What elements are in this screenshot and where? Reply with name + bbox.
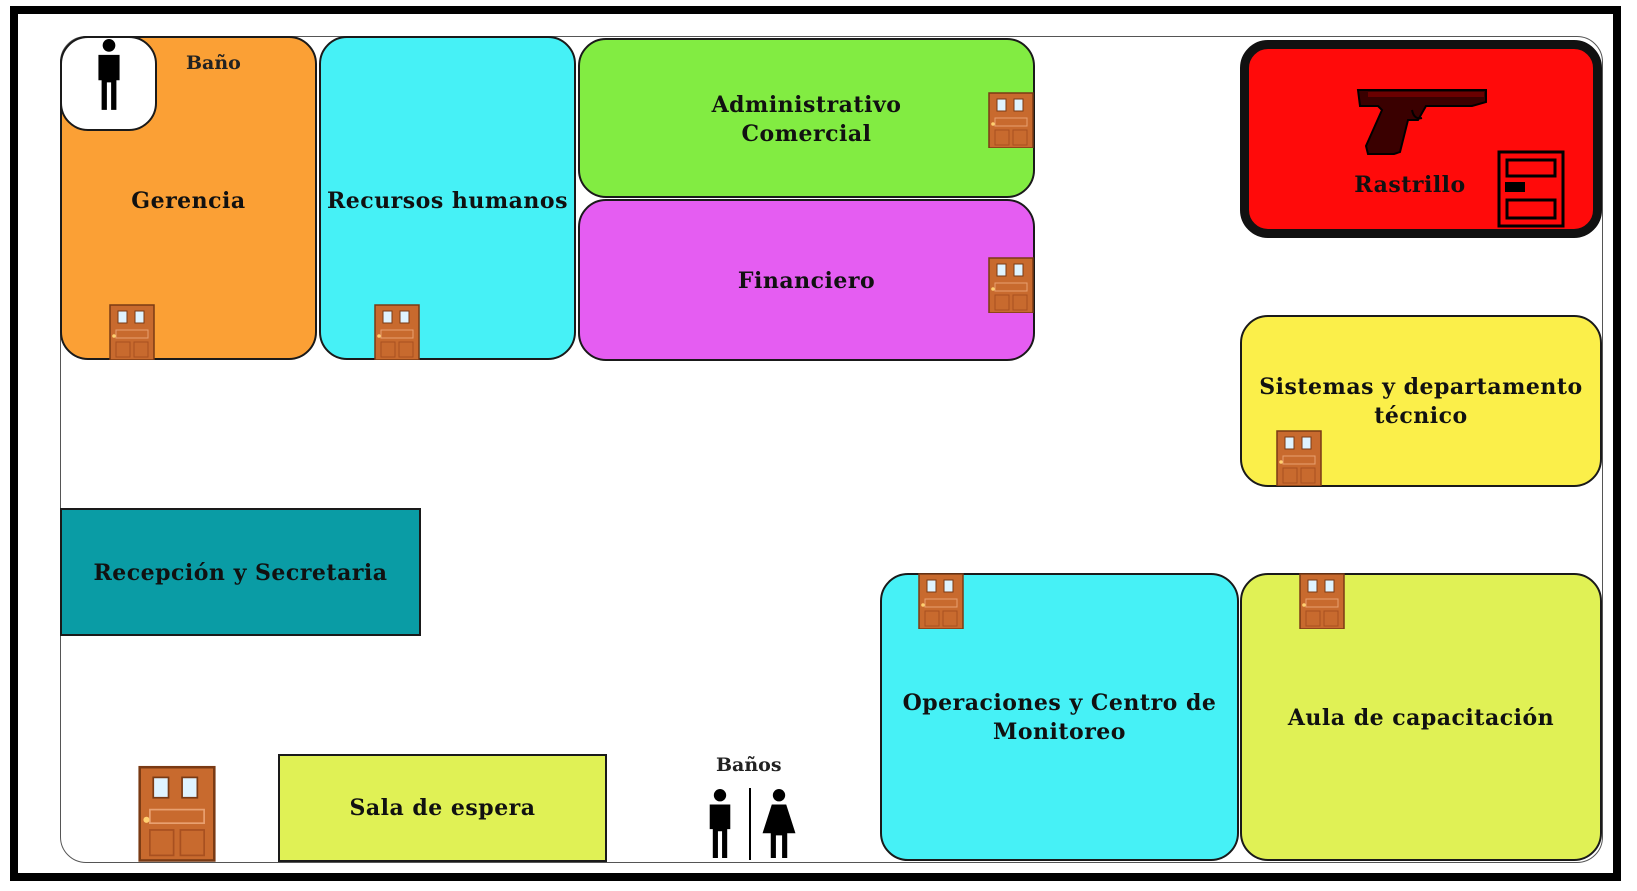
room-sala-espera	[278, 754, 607, 862]
room-financiero	[578, 199, 1035, 361]
recepcion-label: Recepción y Secretaria	[93, 560, 388, 586]
recursos-humanos-label: Recursos humanos	[327, 188, 568, 214]
door-icon	[1497, 150, 1565, 228]
room-recepcion	[60, 508, 421, 636]
door-icon	[1299, 573, 1345, 629]
room-recursos-humanos	[319, 36, 576, 360]
financiero-label: Financiero	[737, 268, 876, 294]
door-icon	[138, 764, 216, 862]
door-icon	[109, 304, 155, 360]
sistemas-label-line1: Sistemas y departamento	[1259, 374, 1583, 400]
rastrillo-label: Rastrillo	[1354, 172, 1466, 198]
door-icon	[918, 573, 964, 629]
floor-outline	[60, 36, 1603, 863]
sala-espera-label: Sala de espera	[349, 795, 536, 821]
bano-privado-label: Baño	[186, 52, 241, 74]
door-icon	[374, 304, 420, 360]
restroom-divider	[749, 788, 751, 860]
operaciones-label-line2: Monitoreo	[993, 719, 1126, 745]
man-restroom-icon	[703, 788, 737, 860]
administrativo-label: Administrativo	[711, 92, 902, 118]
operaciones-label-line1: Operaciones y Centro de	[902, 690, 1217, 716]
pistol-icon	[1352, 84, 1492, 159]
bano-privado-box	[60, 36, 157, 131]
banos-label: Baños	[716, 754, 782, 776]
door-icon	[1276, 430, 1322, 486]
door-icon	[988, 92, 1034, 148]
gerencia-label: Gerencia	[131, 188, 246, 214]
door-icon	[988, 257, 1034, 313]
woman-restroom-icon	[758, 788, 800, 860]
room-rastrillo	[1240, 40, 1602, 238]
aula-label: Aula de capacitación	[1287, 705, 1555, 731]
room-administrativo-comercial	[578, 38, 1035, 198]
comercial-label: Comercial	[741, 121, 872, 147]
sistemas-label-line2: técnico	[1374, 403, 1468, 429]
man-restroom-icon	[91, 38, 127, 112]
